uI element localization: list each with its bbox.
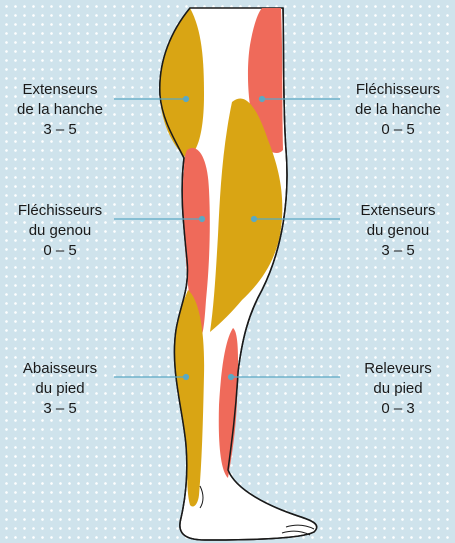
- label-knee-extensors: Extenseurs du genou 3 – 5: [338, 201, 455, 261]
- label-grade: 0 – 5: [338, 120, 455, 140]
- label-line2: du pied: [338, 379, 455, 399]
- label-line1: Releveurs: [338, 359, 455, 379]
- label-line1: Fléchisseurs: [338, 80, 455, 100]
- label-line1: Abaisseurs: [0, 359, 120, 379]
- label-line2: de la hanche: [0, 100, 120, 120]
- label-dorsiflexors: Releveurs du pied 0 – 3: [338, 359, 455, 419]
- label-line2: du genou: [338, 221, 455, 241]
- label-hip-extensors: Extenseurs de la hanche 3 – 5: [0, 80, 120, 140]
- label-knee-flexors: Fléchisseurs du genou 0 – 5: [0, 201, 120, 261]
- label-grade: 3 – 5: [0, 120, 120, 140]
- label-line1: Extenseurs: [0, 80, 120, 100]
- hip-extensors-muscle: [160, 8, 204, 158]
- label-line1: Extenseurs: [338, 201, 455, 221]
- label-grade: 0 – 3: [338, 399, 455, 419]
- label-line2: du pied: [0, 379, 120, 399]
- label-plantar-flexors: Abaisseurs du pied 3 – 5: [0, 359, 120, 419]
- label-line2: du genou: [0, 221, 120, 241]
- label-hip-flexors: Fléchisseurs de la hanche 0 – 5: [338, 80, 455, 140]
- label-grade: 3 – 5: [338, 241, 455, 261]
- label-line2: de la hanche: [338, 100, 455, 120]
- label-line1: Fléchisseurs: [0, 201, 120, 221]
- label-grade: 3 – 5: [0, 399, 120, 419]
- label-grade: 0 – 5: [0, 241, 120, 261]
